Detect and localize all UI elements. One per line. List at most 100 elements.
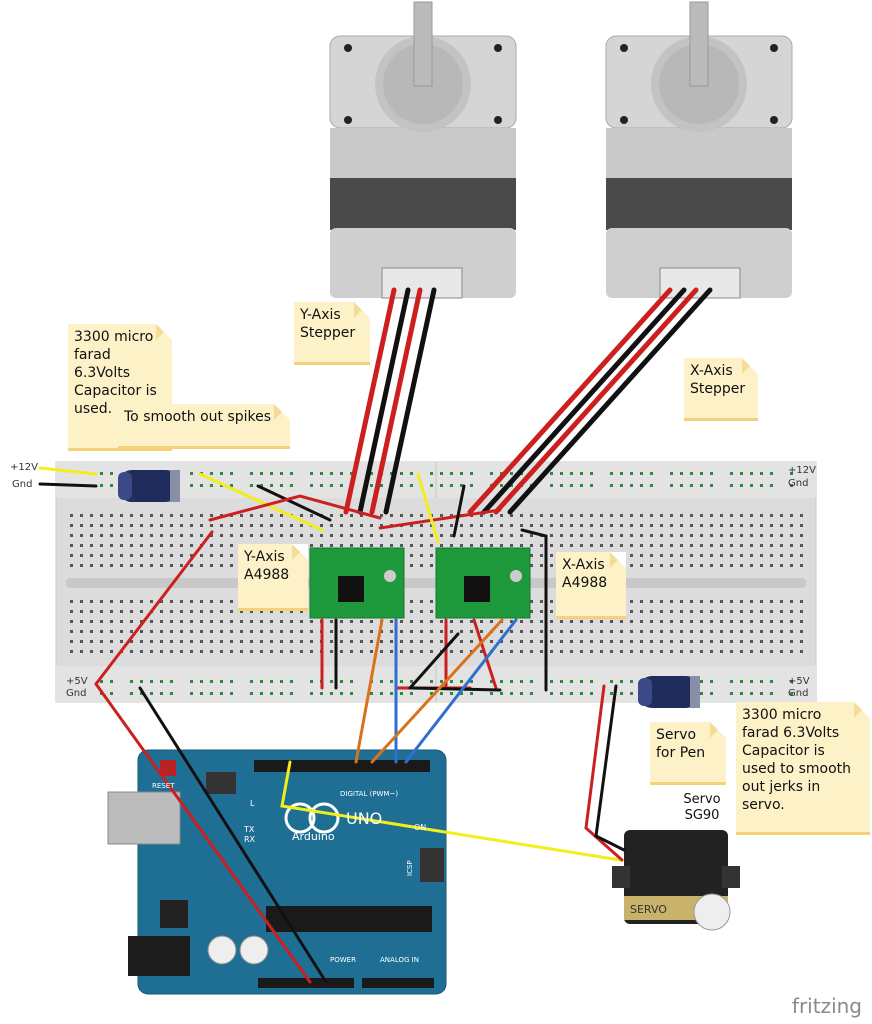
rail-hole (790, 692, 793, 695)
breadboard-hole (150, 630, 153, 633)
breadboard-hole (370, 524, 373, 527)
breadboard-hole (750, 640, 753, 643)
breadboard-hole (220, 544, 223, 547)
breadboard-hole (630, 640, 633, 643)
breadboard-hole (490, 620, 493, 623)
breadboard-hole (220, 650, 223, 653)
rail-hole (510, 484, 513, 487)
rail-hole (330, 680, 333, 683)
breadboard-hole (560, 514, 563, 517)
breadboard-hole (200, 630, 203, 633)
breadboard-hole (100, 544, 103, 547)
rail-hole (250, 692, 253, 695)
breadboard-hole (450, 514, 453, 517)
breadboard-hole (610, 534, 613, 537)
rail-hole (110, 484, 113, 487)
breadboard-hole (630, 544, 633, 547)
breadboard-hole (690, 514, 693, 517)
rail-hole (290, 484, 293, 487)
servo-brand: SERVO (630, 903, 667, 916)
rail-hole (210, 484, 213, 487)
breadboard-hole (530, 554, 533, 557)
breadboard-hole (290, 610, 293, 613)
breadboard-hole (340, 640, 343, 643)
breadboard-hole (760, 534, 763, 537)
breadboard-hole (440, 534, 443, 537)
breadboard-hole (710, 564, 713, 567)
breadboard-hole (790, 630, 793, 633)
rail-hole (490, 692, 493, 695)
breadboard-hole (410, 640, 413, 643)
fritzing-logo: fritzing (791, 994, 862, 1018)
breadboard-hole (210, 620, 213, 623)
breadboard-hole (160, 600, 163, 603)
breadboard-hole (200, 620, 203, 623)
breadboard-hole (400, 544, 403, 547)
rail-hole (650, 484, 653, 487)
breadboard-hole (800, 600, 803, 603)
breadboard-hole (220, 524, 223, 527)
arduino-icsp-label: ICSP (406, 860, 414, 876)
rail-hole (650, 472, 653, 475)
breadboard-hole (350, 640, 353, 643)
breadboard-hole (130, 514, 133, 517)
breadboard-hole (380, 650, 383, 653)
rail-label-right-5v: +5V (788, 676, 810, 687)
breadboard-hole (70, 544, 73, 547)
rail-label-right-gnd-top: Gnd (788, 478, 809, 489)
breadboard-hole (180, 640, 183, 643)
rail-hole (730, 484, 733, 487)
rail-hole (700, 680, 703, 683)
rail-hole (400, 472, 403, 475)
breadboard-hole (90, 524, 93, 527)
breadboard-hole (680, 514, 683, 517)
breadboard-hole (110, 610, 113, 613)
breadboard-hole (720, 564, 723, 567)
breadboard-hole (760, 600, 763, 603)
breadboard-hole (560, 524, 563, 527)
breadboard-hole (70, 650, 73, 653)
breadboard-hole (310, 620, 313, 623)
breadboard-hole (150, 600, 153, 603)
breadboard-hole (170, 514, 173, 517)
breadboard-hole (600, 514, 603, 517)
rail-hole (390, 472, 393, 475)
breadboard-hole (290, 534, 293, 537)
breadboard-hole (140, 610, 143, 613)
breadboard-hole (410, 650, 413, 653)
breadboard-hole (520, 534, 523, 537)
breadboard-hole (420, 630, 423, 633)
breadboard-hole (580, 620, 583, 623)
breadboard-hole (270, 620, 273, 623)
breadboard-hole (790, 524, 793, 527)
breadboard-hole (660, 620, 663, 623)
breadboard-hole (150, 524, 153, 527)
rail-hole (460, 484, 463, 487)
breadboard-hole (120, 534, 123, 537)
breadboard-hole (760, 640, 763, 643)
breadboard-hole (620, 630, 623, 633)
breadboard-hole (790, 534, 793, 537)
breadboard-hole (600, 620, 603, 623)
rail-hole (550, 472, 553, 475)
breadboard-hole (650, 650, 653, 653)
breadboard-hole (770, 650, 773, 653)
breadboard-hole (230, 544, 233, 547)
rail-hole (680, 472, 683, 475)
y-a4988-driver (309, 547, 405, 619)
breadboard-hole (660, 524, 663, 527)
breadboard-hole (260, 534, 263, 537)
rail-hole (210, 692, 213, 695)
breadboard-hole (590, 640, 593, 643)
breadboard-hole (210, 630, 213, 633)
breadboard-hole (770, 524, 773, 527)
breadboard-hole (790, 610, 793, 613)
rail-hole (740, 692, 743, 695)
rail-hole (470, 484, 473, 487)
breadboard-hole (230, 600, 233, 603)
breadboard-hole (720, 524, 723, 527)
breadboard-hole (610, 524, 613, 527)
breadboard-hole (350, 524, 353, 527)
breadboard-hole (400, 630, 403, 633)
rail-hole (280, 472, 283, 475)
